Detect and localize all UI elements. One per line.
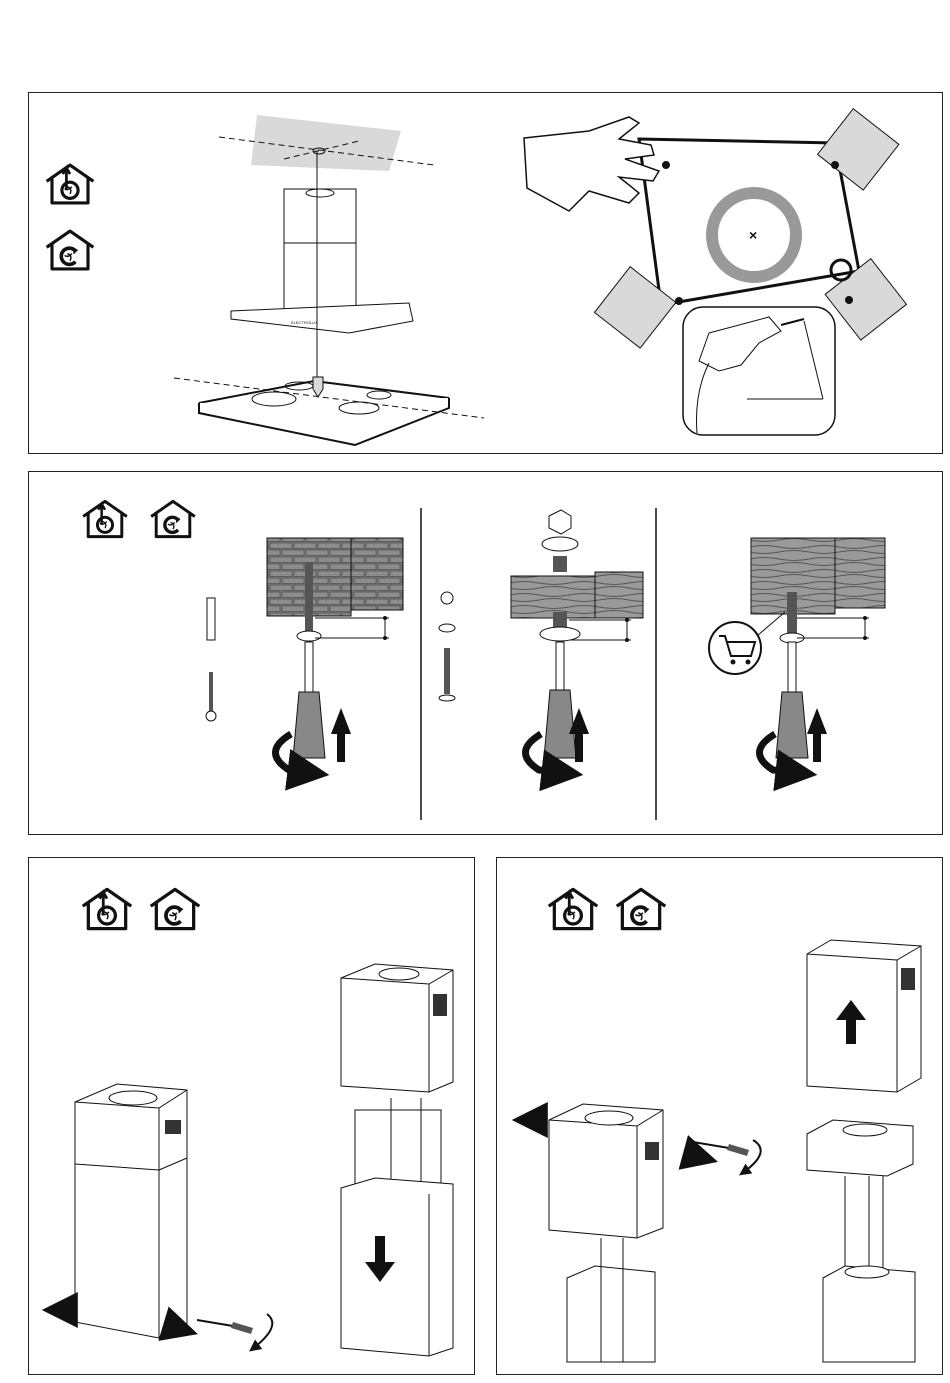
panel-chimney-removal-lower xyxy=(28,857,475,1375)
recirculation-mode-icon xyxy=(617,889,666,928)
panel-chimney-removal-upper xyxy=(496,857,943,1375)
wooden-beam-ceiling xyxy=(439,510,643,774)
shopping-cart-icon xyxy=(709,622,761,674)
ducted-mode-icon xyxy=(83,501,127,536)
chimney-assembled xyxy=(49,1084,272,1350)
hand xyxy=(524,117,659,211)
drill-inset xyxy=(683,307,835,435)
hood-brand-mark: ELECTROLUX xyxy=(291,320,318,325)
recirculation-mode-icon xyxy=(47,231,94,269)
fixing-illustration xyxy=(29,472,944,836)
ducted-mode-icon xyxy=(83,889,132,928)
ceiling-plane xyxy=(251,115,401,171)
chimney-removal-upper-illustration xyxy=(497,858,944,1376)
wooden-ceiling-purchase xyxy=(709,538,885,774)
panel-ceiling-fixing-options xyxy=(28,471,943,835)
chimney-exploded xyxy=(341,964,453,1356)
overview-illustration: ELECTROLUX × xyxy=(29,93,944,455)
svg-text:×: × xyxy=(749,227,757,243)
recirculation-mode-icon xyxy=(151,501,195,536)
hood-chimney xyxy=(284,189,356,309)
ducted-mode-icon xyxy=(47,165,94,203)
masonry-ceiling xyxy=(206,538,403,774)
recirculation-mode-icon xyxy=(151,889,200,928)
chimney-removal-lower-illustration xyxy=(29,858,476,1376)
upper-chimney-assembled xyxy=(519,1104,761,1362)
upper-chimney-exploded xyxy=(807,940,921,1362)
ducted-mode-icon xyxy=(549,889,598,928)
hood-canopy xyxy=(231,303,413,333)
panel-installation-overview: ELECTROLUX × xyxy=(28,92,943,454)
